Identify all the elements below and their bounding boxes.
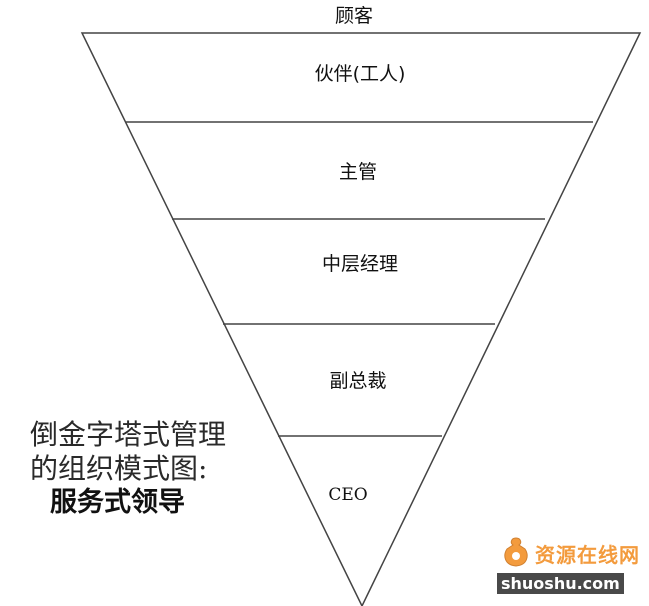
layer-label-middle-managers: 中层经理 xyxy=(322,253,398,275)
layer-label-partners: 伙伴(工人) xyxy=(315,63,406,85)
watermark-brand: 资源在线网 xyxy=(535,543,640,567)
customer-label: 顾客 xyxy=(335,5,373,27)
layer-label-vice-president: 副总裁 xyxy=(329,370,386,392)
layer-label-ceo: CEO xyxy=(328,485,367,505)
caption-line-1: 倒金字塔式管理 xyxy=(30,418,227,451)
layer-label-supervisors: 主管 xyxy=(339,161,377,183)
caption-line-3: 服务式领导 xyxy=(50,487,185,518)
pyramid-outline xyxy=(80,32,642,606)
site-watermark: 资源在线网 shuoshu.com xyxy=(495,535,645,601)
caption-line-2: 的组织模式图: xyxy=(30,452,208,485)
diagram-caption: 倒金字塔式管理 的组织模式图: 服务式领导 xyxy=(30,418,226,520)
bag-logo-icon xyxy=(504,537,528,567)
watermark-site: shuoshu.com xyxy=(497,573,624,594)
